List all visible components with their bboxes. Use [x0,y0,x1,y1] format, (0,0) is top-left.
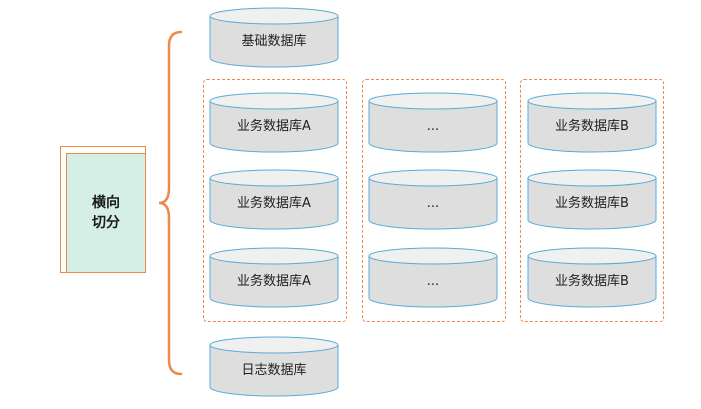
database-label: 业务数据库A [237,274,311,289]
database-col-mid-row-1: ... [368,92,498,154]
database-col-b-row-1: 业务数据库B [527,92,657,154]
base-database-label: 基础数据库 [241,34,307,49]
database-col-b-row-3: 业务数据库B [527,247,657,309]
group-business-b [520,79,664,322]
database-col-a-row-3: 业务数据库A [209,247,339,309]
curly-brace [158,30,183,376]
database-label: 业务数据库A [237,196,311,211]
log-database-label: 日志数据库 [241,363,307,378]
database-label: 业务数据库B [555,196,629,211]
log-database: 日志数据库 [209,336,339,398]
label-line-1: 横向 [92,195,120,211]
base-database: 基础数据库 [209,7,339,69]
database-col-a-row-1: 业务数据库A [209,92,339,154]
database-label: 业务数据库B [555,274,629,289]
group-ellipsis [362,79,506,322]
horizontal-split-label-box: 横向 切分 [66,153,146,273]
database-col-a-row-2: 业务数据库A [209,169,339,231]
database-col-mid-row-3: ... [368,247,498,309]
database-label: ... [426,274,440,289]
database-col-b-row-2: 业务数据库B [527,169,657,231]
database-label: 业务数据库B [555,119,629,134]
database-label: ... [426,196,440,211]
database-col-mid-row-2: ... [368,169,498,231]
label-line-2: 切分 [92,215,120,231]
database-label: ... [426,119,440,134]
database-label: 业务数据库A [237,119,311,134]
group-business-a [203,79,347,322]
